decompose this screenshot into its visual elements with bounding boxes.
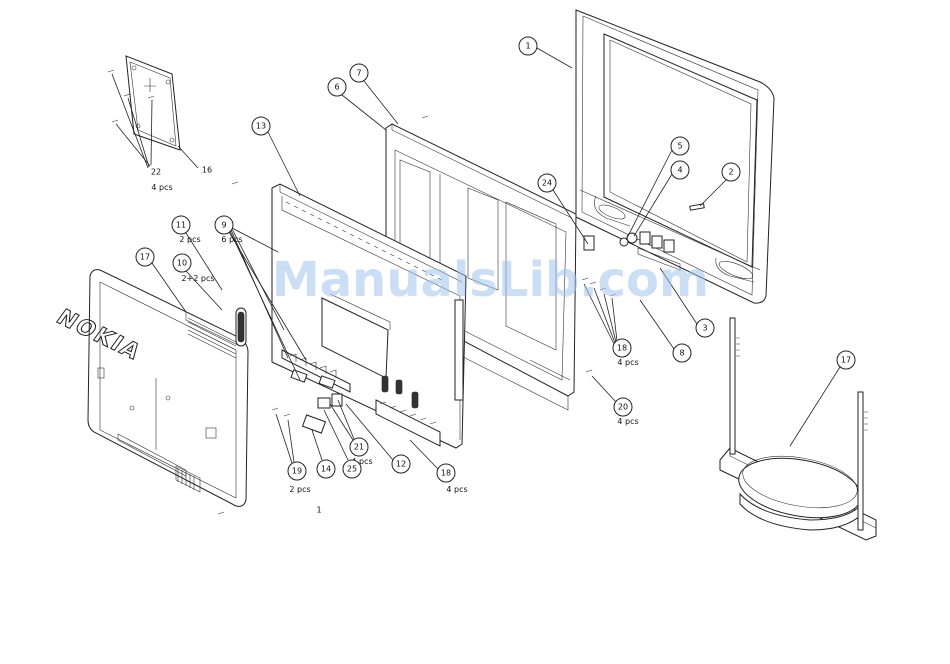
svg-text:16: 16 [202,166,212,175]
svg-text:21: 21 [354,443,364,452]
svg-text:4 pcs: 4 pcs [446,485,467,494]
svg-text:4: 4 [677,166,682,175]
svg-text:17: 17 [841,356,851,365]
svg-text:13: 13 [256,122,266,131]
svg-text:6 pcs: 6 pcs [221,235,242,244]
svg-text:5: 5 [677,142,682,151]
svg-text:24: 24 [542,179,552,188]
svg-text:1: 1 [525,42,530,51]
svg-text:2+2 pcs: 2+2 pcs [181,274,214,283]
svg-text:17: 17 [140,253,150,262]
callout-17b: 17 [790,351,855,446]
callout-14: 14 [312,430,335,478]
svg-text:19: 19 [292,467,302,476]
back-cover-part-17: NOKIA [51,270,248,507]
watermark-text: ManualsLib.com [272,252,709,308]
wall-bracket-part-16 [126,56,180,150]
svg-text:11: 11 [176,221,186,230]
callout-6: 6 [328,78,386,130]
svg-text:3: 3 [702,324,707,333]
callout-16: 16 [178,146,212,175]
svg-text:6: 6 [334,83,339,92]
handle-part-10 [236,308,246,346]
callout-7: 7 [350,64,398,124]
callout-18b: 18 4 pcs [410,440,468,494]
svg-text:25: 25 [347,465,357,474]
svg-text:8: 8 [679,349,684,358]
callout-13: 13 [252,117,300,196]
svg-text:4 pcs: 4 pcs [617,417,638,426]
svg-text:2: 2 [728,168,733,177]
svg-text:18: 18 [617,344,627,353]
svg-text:4 pcs: 4 pcs [151,183,172,192]
loose-label-1: 1 [316,506,321,515]
svg-text:12: 12 [396,460,406,469]
svg-text:2 pcs: 2 pcs [289,485,310,494]
svg-text:7: 7 [356,69,361,78]
svg-text:10: 10 [177,259,187,268]
callout-20: 20 4 pcs [592,376,639,426]
svg-text:18: 18 [441,469,451,478]
svg-text:14: 14 [321,465,331,474]
svg-text:2 pcs: 2 pcs [179,235,200,244]
callout-1: 1 [519,37,572,68]
svg-text:22: 22 [151,168,161,177]
svg-text:4 pcs: 4 pcs [617,358,638,367]
svg-text:9: 9 [221,221,226,230]
callout-8: 8 [640,300,691,362]
stand-part-17 [720,318,876,540]
svg-text:20: 20 [618,403,628,412]
callout-10: 10 2+2 pcs [173,254,222,310]
